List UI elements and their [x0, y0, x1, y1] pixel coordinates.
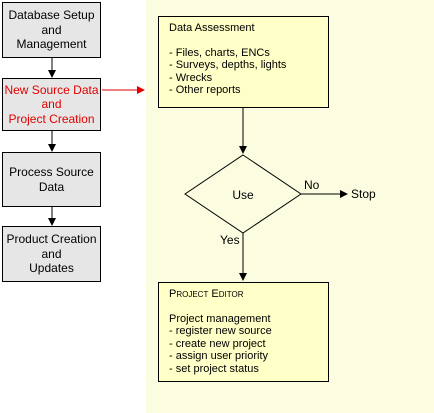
project-editor-box: Project Editor Project management - regi…: [158, 282, 329, 382]
step-product-creation: Product Creation and Updates: [2, 226, 101, 282]
assessment-item: - Surveys, depths, lights: [169, 59, 287, 72]
step-line: and: [41, 97, 62, 112]
step-line: Management: [16, 37, 87, 52]
step-line: New Source Data: [4, 82, 99, 97]
editor-item: - create new project: [169, 337, 266, 350]
project-editor-title: Project Editor: [169, 288, 244, 300]
data-assessment-title: Data Assessment: [169, 22, 255, 34]
step-database-setup: Database Setup and Management: [2, 2, 101, 58]
step-line: and: [41, 22, 62, 37]
yes-label: Yes: [220, 233, 240, 247]
editor-item: Project management: [169, 312, 271, 325]
step-line: Data: [38, 179, 65, 194]
step-line: Project Creation: [8, 111, 95, 126]
decision-label: Use: [232, 188, 254, 202]
editor-item: - register new source: [169, 325, 272, 338]
step-line: Updates: [29, 261, 74, 276]
step-line: Database Setup: [8, 8, 95, 23]
assessment-item: - Files, charts, ENCs: [169, 46, 270, 59]
editor-item: - assign user priority: [169, 350, 269, 363]
stop-label: Stop: [351, 187, 376, 201]
step-new-source-data: New Source Data and Project Creation: [2, 78, 101, 131]
step-line: Process Source: [9, 165, 94, 179]
no-label: No: [304, 178, 320, 192]
step-line: and: [41, 246, 62, 261]
assessment-item: - Other reports: [169, 84, 241, 97]
editor-item: - set project status: [169, 362, 259, 375]
assessment-item: - Wrecks: [169, 71, 213, 84]
step-line: Product Creation: [6, 232, 97, 247]
data-assessment-box: Data Assessment - Files, charts, ENCs - …: [158, 16, 329, 108]
step-process-source-data: Process Source Data: [2, 152, 101, 207]
